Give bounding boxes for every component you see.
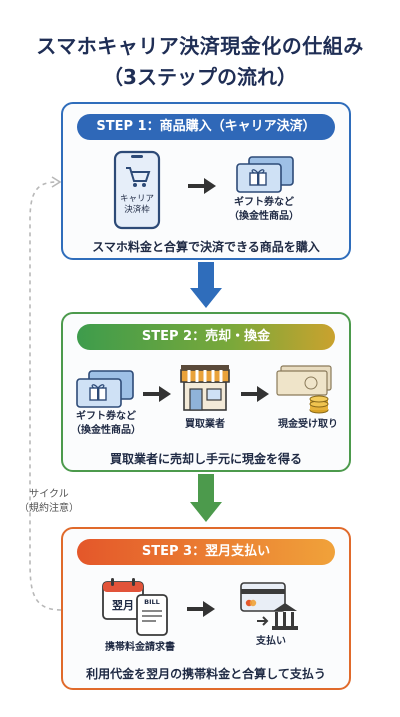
gift-label-line1: ギフト券など	[234, 197, 294, 208]
phone-label-line2: 決済枠	[124, 205, 150, 216]
cycle-label-line1: サイクル	[29, 489, 69, 500]
arrow-right-icon	[143, 386, 171, 402]
gift-label-line2: （換金性商品）	[71, 424, 141, 436]
gift-label: ギフト券など （換金性商品）	[219, 196, 309, 223]
arrow-right-icon	[188, 178, 216, 194]
gift-card-icon	[76, 370, 134, 408]
gift-label-line2: （換金性商品）	[229, 210, 299, 222]
shop-icon	[180, 365, 230, 411]
arrow-right-icon	[187, 601, 215, 617]
step3-heading: STEP 3：翌月支払い	[77, 539, 335, 565]
phone-label-line1: キャリア	[119, 194, 154, 204]
cash-icon	[276, 365, 332, 414]
shop-label: 買取業者	[185, 419, 225, 430]
step2-heading: STEP 2：売却・換金	[77, 324, 335, 350]
step2-card: STEP 2：売却・換金 ギフト券など （換金性商品） 買取業者 現金受け	[61, 312, 351, 472]
cash-label: 現金受け取り	[278, 419, 338, 430]
calendar-icon	[102, 578, 144, 620]
step1-to-step2-arrow	[190, 262, 222, 308]
step2-to-step3-arrow	[190, 474, 222, 524]
cycle-label: サイクル （規約注意）	[14, 488, 84, 516]
diagram-title-line2: （3ステップの流れ）	[103, 65, 297, 89]
pay-label: 支払い	[256, 636, 286, 647]
calendar-text: 翌月	[112, 599, 134, 612]
gift-label: ギフト券など （換金性商品）	[61, 410, 151, 437]
gift-card-icon	[236, 156, 294, 193]
gift-label-line1: ギフト券など	[76, 411, 136, 422]
diagram-title-line1: スマホキャリア決済現金化の仕組み	[36, 34, 364, 58]
arrow-right-icon	[241, 386, 269, 402]
step3-caption: 利用代金を翌月の携帯料金と合算して支払う	[86, 667, 326, 681]
bill-text: BILL	[144, 598, 160, 606]
card-payment-icon	[240, 582, 298, 630]
step1-heading: STEP 1：商品購入（キャリア決済）	[77, 114, 335, 140]
smartphone-icon	[113, 150, 161, 230]
step1-card: STEP 1：商品購入（キャリア決済） キャリア 決済枠 ギフト券など （換金性…	[61, 102, 351, 260]
step3-card: STEP 3：翌月支払い 翌月 BILL 携帯料金請求書 支払い 利用代金を翌月…	[61, 527, 351, 690]
step2-caption: 買取業者に売却し手元に現金を得る	[109, 452, 302, 466]
bill-icon	[136, 594, 168, 636]
phone-label: キャリア 決済枠	[113, 194, 161, 216]
cycle-label-line2: （規約注意）	[19, 503, 79, 514]
step1-caption: スマホ料金と合算で決済できる商品を購入	[92, 240, 320, 254]
bill-label: 携帯料金請求書	[105, 642, 175, 653]
